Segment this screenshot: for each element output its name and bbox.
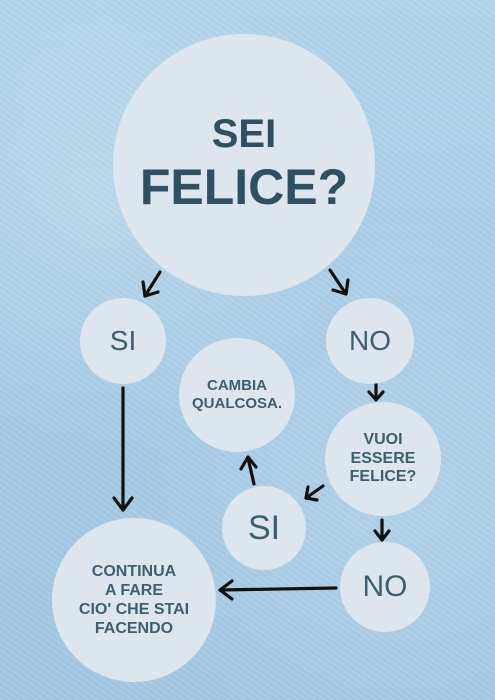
yes-second-label: SI [247, 508, 281, 547]
want-happy-line-1: VUOI [363, 430, 403, 448]
question-node: SEI FELICE? [113, 34, 375, 296]
arrow-si-to-continue [112, 386, 134, 512]
continue-line-4: FACENDO [94, 620, 174, 638]
want-happy-node: VUOI ESSERE FELICE? [325, 402, 441, 516]
arrow-question-to-no [328, 268, 350, 296]
arrow-no-to-want-happy [367, 382, 385, 402]
yes-first-node: SI [80, 298, 166, 384]
no-second-label: NO [362, 570, 408, 603]
yes-first-label: SI [109, 325, 137, 356]
no-first-node: NO [326, 298, 414, 384]
want-happy-line-2: ESSERE [350, 449, 416, 467]
continue-line-2: A FARE [104, 581, 164, 599]
yes-second-node: SI [222, 486, 306, 570]
arrow-want-happy-to-si [304, 484, 325, 502]
no-second-node: NO [340, 542, 430, 632]
change-line-2: QUALCOSA. [192, 395, 282, 412]
question-line-2: FELICE? [139, 158, 349, 215]
want-happy-line-3: FELICE? [349, 468, 417, 486]
continue-node: CONTINUA A FARE CIO' CHE STAI FACENDO [52, 518, 216, 682]
change-line-1: CAMBIA [207, 377, 267, 394]
no-first-label: NO [349, 325, 391, 356]
continue-line-3: CIO' CHE STAI [78, 601, 190, 618]
question-line-1: SEI [211, 111, 277, 156]
arrow-want-happy-to-no [373, 518, 391, 542]
arrow-question-to-si [141, 270, 162, 298]
continue-line-1: CONTINUA [91, 562, 177, 580]
change-node: CAMBIA QUALCOSA. [179, 338, 295, 452]
arrow-no-to-continue [218, 579, 338, 601]
arrow-si-to-change [239, 455, 258, 486]
